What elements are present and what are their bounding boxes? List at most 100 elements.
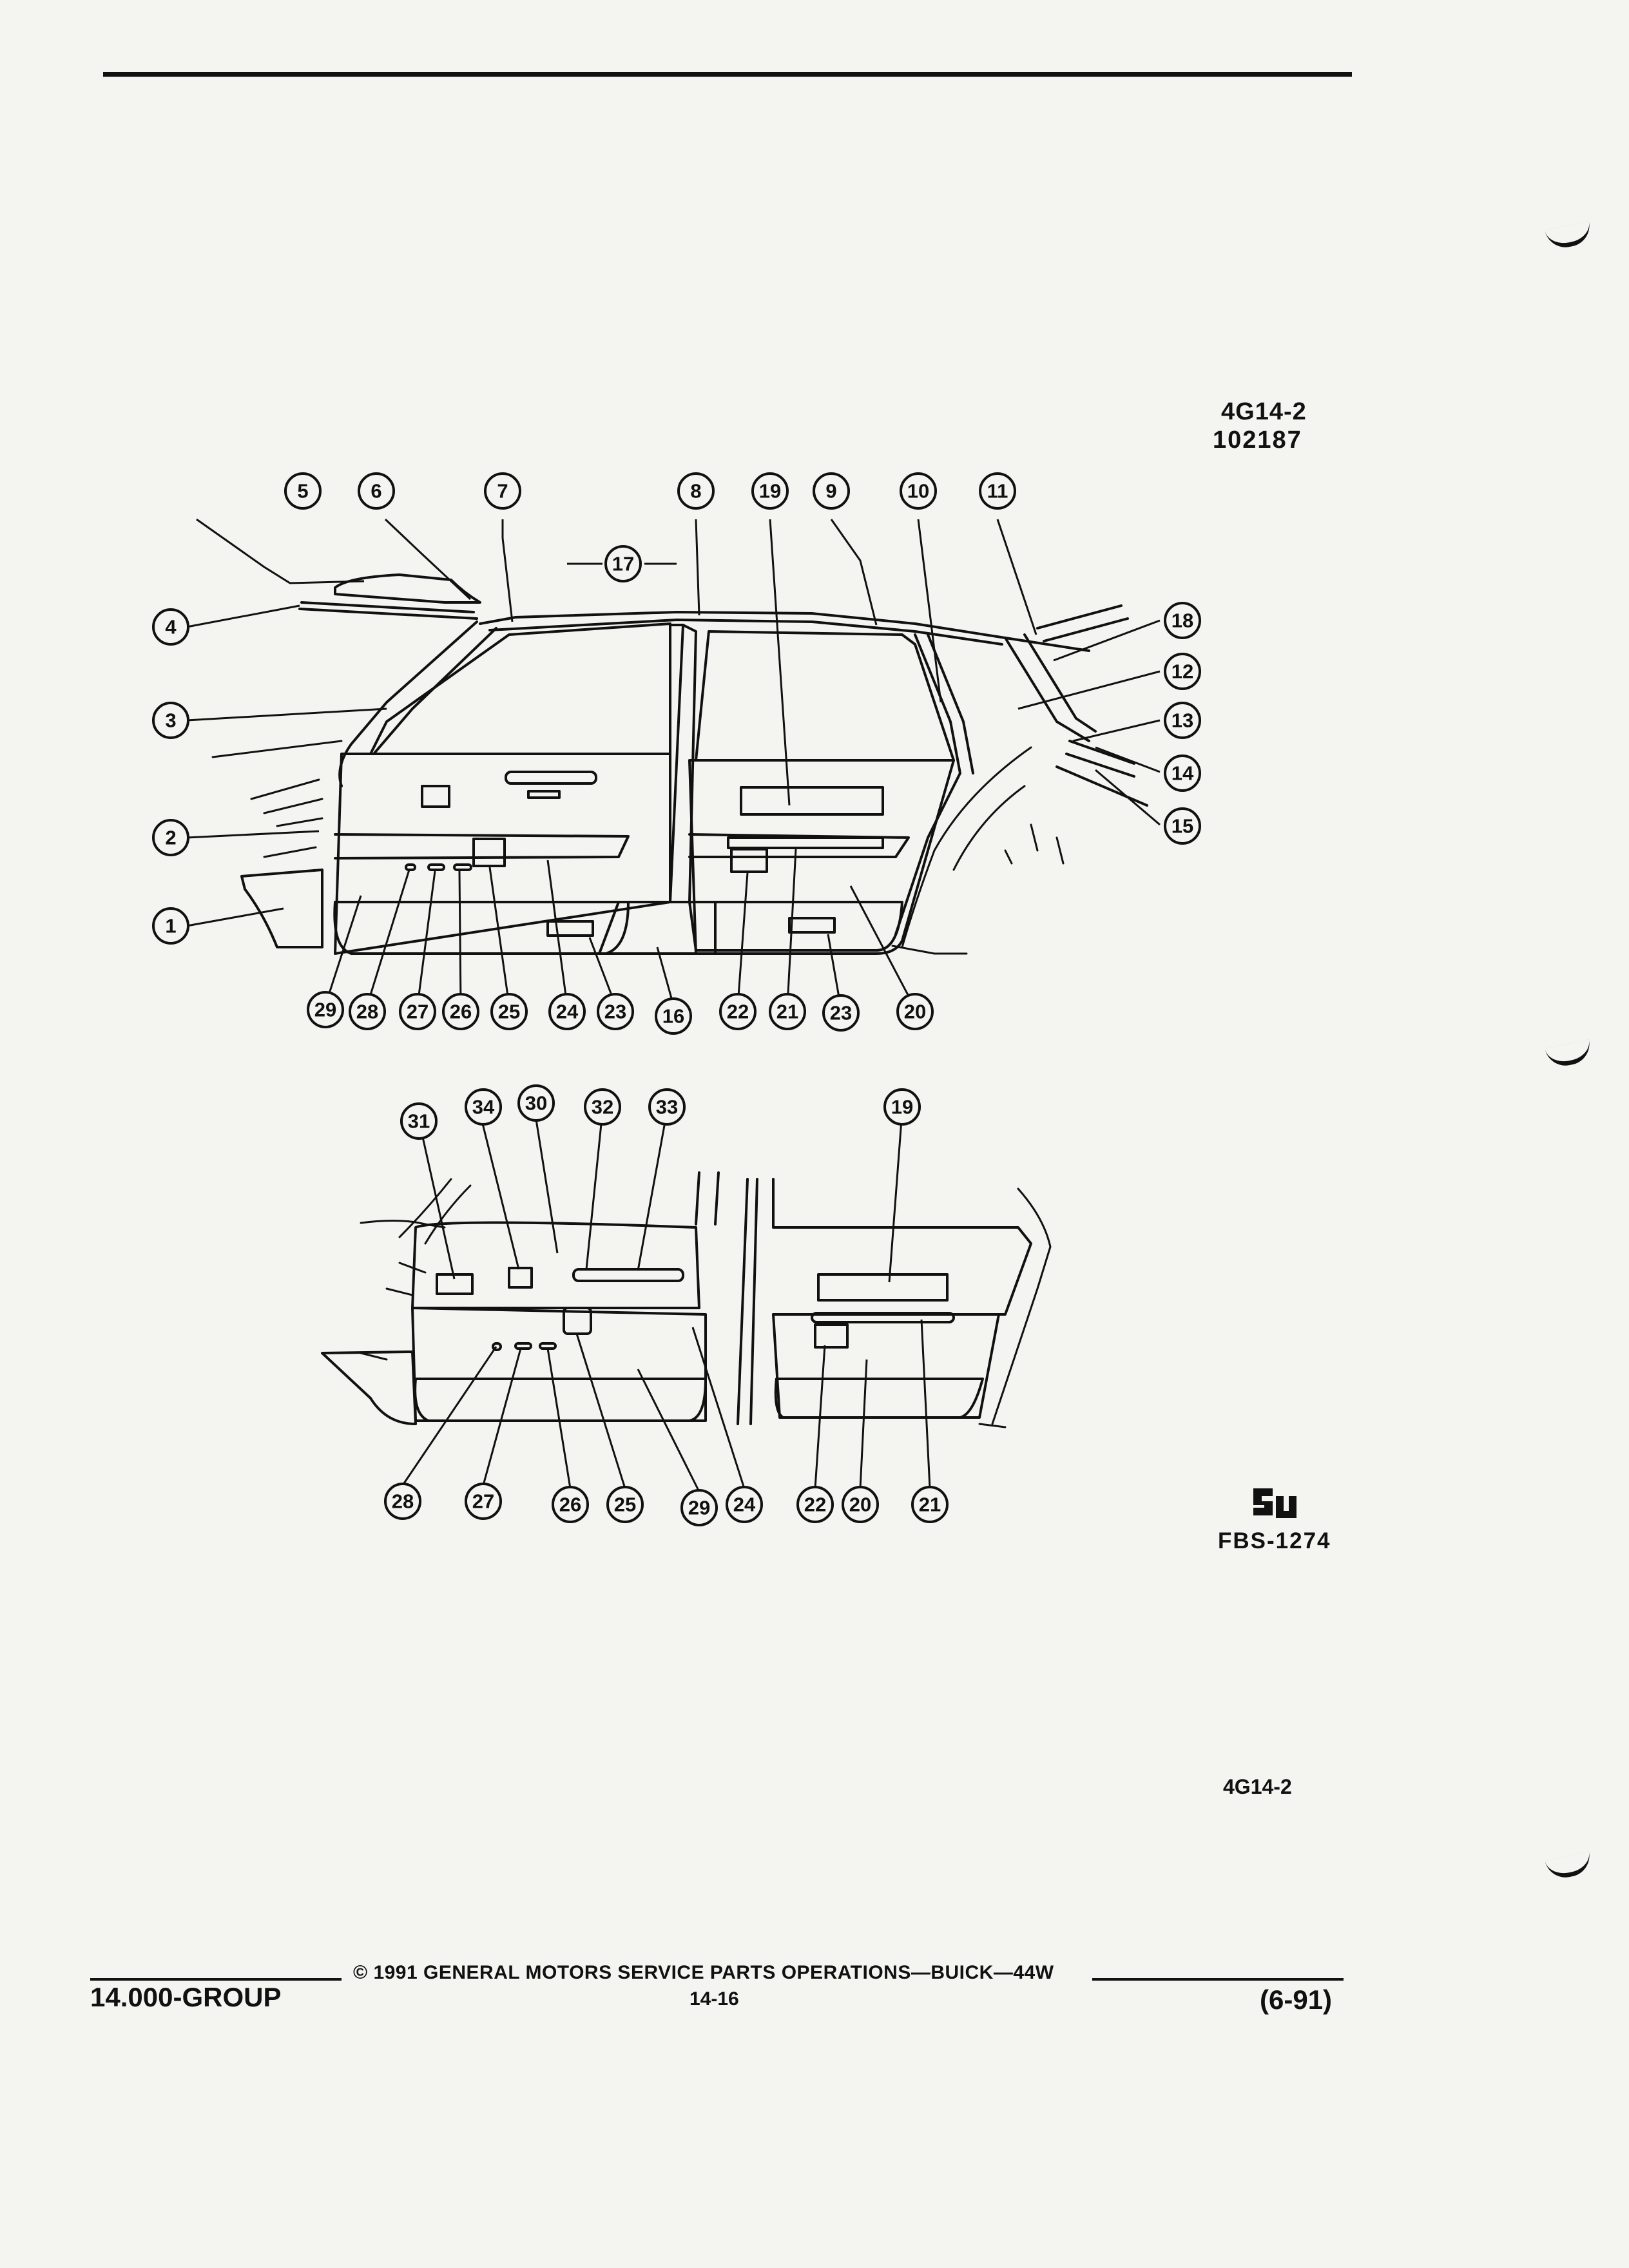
- svg-text:22: 22: [804, 1494, 826, 1516]
- svg-text:28: 28: [392, 1490, 414, 1513]
- callout-31: 31: [400, 1102, 438, 1140]
- copyright-line: © 1991 GENERAL MOTORS SERVICE PARTS OPER…: [353, 1962, 1054, 1983]
- svg-text:17: 17: [612, 553, 634, 575]
- svg-text:7: 7: [497, 480, 508, 503]
- callout-8: 8: [677, 472, 715, 510]
- callout-25: 25: [490, 993, 528, 1030]
- callout-21-bottom: 21: [911, 1486, 949, 1523]
- svg-text:3: 3: [165, 709, 176, 732]
- svg-text:16: 16: [662, 1005, 684, 1028]
- callout-23b: 23: [822, 994, 860, 1032]
- callout-28: 28: [349, 993, 386, 1030]
- svg-text:29: 29: [314, 999, 336, 1021]
- svg-text:26: 26: [559, 1494, 581, 1516]
- callout-30: 30: [517, 1084, 555, 1122]
- callout-16: 16: [655, 997, 692, 1035]
- top-vehicle-drawing: [211, 573, 1148, 955]
- svg-text:24: 24: [556, 1001, 579, 1023]
- svg-text:24: 24: [733, 1494, 756, 1516]
- svg-text:32: 32: [592, 1096, 613, 1119]
- callout-3: 3: [152, 702, 189, 739]
- callout-19: 19: [751, 472, 789, 510]
- callout-13: 13: [1164, 702, 1201, 739]
- callout-32: 32: [584, 1088, 621, 1126]
- top-rule: [103, 72, 1352, 77]
- spo-logo-icon: [1253, 1488, 1296, 1518]
- callout-24-bottom: 24: [726, 1486, 763, 1523]
- svg-text:26: 26: [450, 1001, 472, 1023]
- svg-text:22: 22: [727, 1001, 749, 1023]
- callout-21: 21: [769, 993, 806, 1030]
- callout-18: 18: [1164, 602, 1201, 639]
- callout-33: 33: [648, 1088, 686, 1126]
- svg-text:25: 25: [498, 1001, 520, 1023]
- callout-20: 20: [896, 993, 934, 1030]
- svg-text:31: 31: [408, 1110, 430, 1133]
- callout-22: 22: [719, 993, 757, 1030]
- callout-14: 14: [1164, 754, 1201, 792]
- callout-17: 17: [604, 545, 642, 582]
- svg-text:21: 21: [776, 1001, 798, 1023]
- svg-text:28: 28: [356, 1001, 378, 1023]
- svg-text:27: 27: [407, 1001, 429, 1023]
- callout-4: 4: [152, 608, 189, 646]
- top-leader-lines: [186, 518, 1161, 1009]
- svg-text:13: 13: [1171, 709, 1193, 732]
- callout-15: 15: [1164, 807, 1201, 845]
- svg-text:2: 2: [165, 827, 176, 849]
- svg-text:6: 6: [371, 480, 381, 503]
- callout-12: 12: [1164, 653, 1201, 690]
- svg-text:33: 33: [656, 1096, 678, 1119]
- svg-text:25: 25: [614, 1494, 636, 1516]
- callout-25-bottom: 25: [606, 1486, 644, 1523]
- svg-text:9: 9: [825, 480, 836, 503]
- callout-20-bottom: 20: [842, 1486, 879, 1523]
- svg-text:23: 23: [830, 1002, 852, 1024]
- callout-27-bottom: 27: [465, 1483, 502, 1520]
- callout-29: 29: [307, 991, 344, 1028]
- svg-text:11: 11: [987, 480, 1008, 503]
- bottom-callouts: 31 34 30 32 33 19 28 27 26 25 29 24 22 2…: [384, 1084, 949, 1526]
- svg-text:21: 21: [919, 1494, 941, 1516]
- svg-text:5: 5: [297, 480, 308, 503]
- svg-text:10: 10: [907, 480, 929, 503]
- svg-text:34: 34: [472, 1096, 495, 1119]
- svg-text:12: 12: [1171, 660, 1193, 683]
- callout-19-bottom: 19: [883, 1088, 921, 1126]
- callout-10: 10: [900, 472, 937, 510]
- callout-28-bottom: 28: [384, 1483, 421, 1520]
- callout-23: 23: [597, 993, 634, 1030]
- svg-text:15: 15: [1171, 815, 1193, 838]
- callout-26-bottom: 26: [552, 1486, 589, 1523]
- callout-29-bottom: 29: [680, 1489, 718, 1526]
- callout-5: 5: [284, 472, 322, 510]
- svg-text:30: 30: [525, 1092, 547, 1115]
- callout-34: 34: [465, 1088, 502, 1126]
- footer-rule-left: [90, 1978, 342, 1981]
- svg-text:4: 4: [165, 616, 177, 639]
- bottom-door-drawing: [321, 1171, 1052, 1428]
- callout-27: 27: [399, 993, 436, 1030]
- svg-text:1: 1: [165, 915, 176, 937]
- top-callouts: 1 2 3 4 5 6 7 8 19 9 10 11 17 18 12 13 1…: [152, 472, 1201, 1035]
- callout-6: 6: [358, 472, 395, 510]
- svg-text:14: 14: [1171, 762, 1194, 785]
- callout-1: 1: [152, 907, 189, 945]
- svg-text:19: 19: [891, 1096, 913, 1119]
- callout-24: 24: [548, 993, 586, 1030]
- svg-text:27: 27: [472, 1490, 494, 1513]
- bottom-leader-lines: [401, 1111, 931, 1492]
- callout-2: 2: [152, 819, 189, 856]
- svg-text:20: 20: [849, 1494, 871, 1516]
- group-label: 14.000-GROUP: [90, 1982, 282, 2012]
- svg-text:19: 19: [759, 480, 781, 503]
- section-reference: 4G14-2: [1223, 1775, 1292, 1798]
- callout-9: 9: [813, 472, 850, 510]
- svg-text:23: 23: [604, 1001, 626, 1023]
- revision-date: (6-91): [1260, 1984, 1333, 2015]
- svg-text:20: 20: [904, 1001, 926, 1023]
- callout-26: 26: [442, 993, 479, 1030]
- fbs-number: FBS-1274: [1218, 1528, 1331, 1553]
- page-number: 14-16: [689, 1988, 739, 2010]
